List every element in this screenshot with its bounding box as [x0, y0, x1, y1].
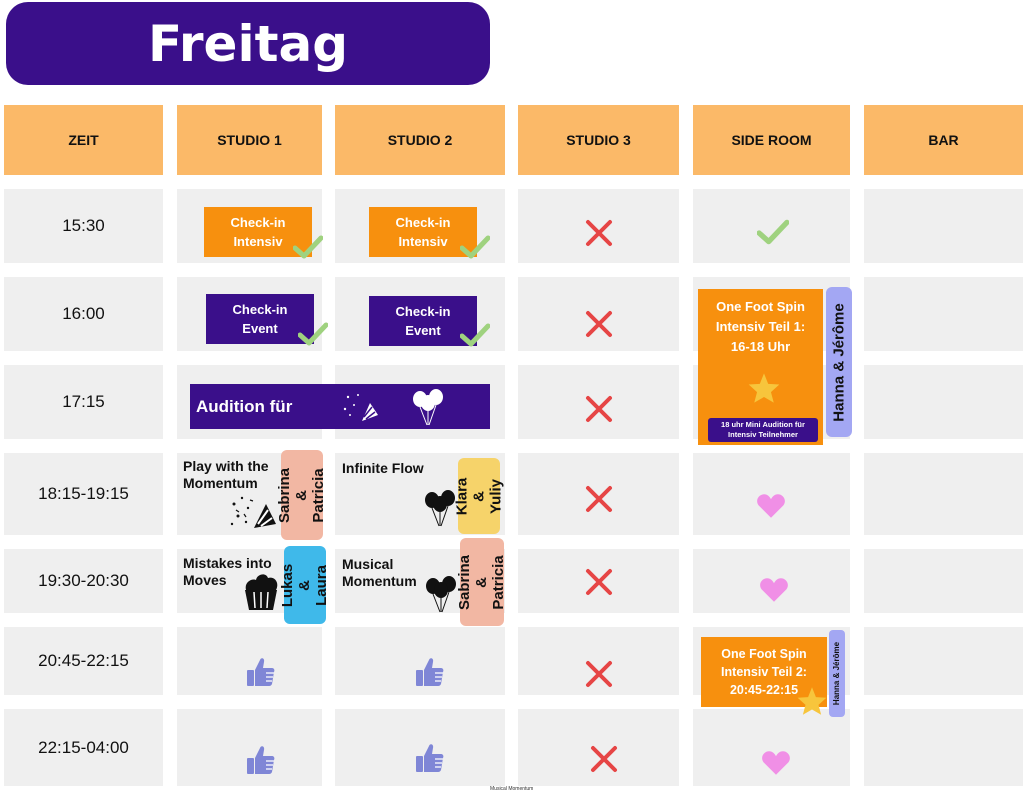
balloons-icon: [426, 576, 456, 613]
schedule-cell: [4, 627, 163, 695]
time-label: 22:15-04:00: [38, 737, 129, 757]
header-bar: BAR: [864, 105, 1023, 175]
check-icon: [460, 235, 490, 259]
infinite-flow[interactable]: Infinite Flow: [342, 460, 424, 476]
footer-text: Musical Momentum: [490, 786, 534, 792]
schedule-cell: [4, 277, 163, 351]
time-label: 17:15: [62, 392, 105, 411]
thumbs-up-icon: [247, 658, 275, 686]
musical-momentum[interactable]: Musical Momentum: [342, 556, 417, 589]
cross-icon: [586, 569, 612, 595]
schedule-cell: [518, 365, 679, 439]
schedule-cell: [4, 453, 163, 535]
schedule-cell: [518, 709, 679, 786]
instructor-tag-hanna-jerome: Hanna & Jérôme: [826, 287, 852, 437]
cross-icon: [586, 220, 612, 246]
schedule-cell: [864, 365, 1023, 439]
schedule-cell: [693, 453, 850, 535]
star-icon: [797, 687, 827, 715]
instructor-tag-text: Klara & Yuliy: [453, 477, 505, 515]
schedule-cell: [518, 453, 679, 535]
schedule-cell: [864, 549, 1023, 613]
heart-icon: [757, 494, 785, 518]
schedule-cell: [335, 709, 505, 786]
mini-audition-label: 18 uhr Mini Audition für Intensiv Teilne…: [708, 418, 818, 442]
time-label: 16:00: [62, 304, 105, 323]
instructor-tag-text: Hanna & Jérôme: [830, 302, 848, 422]
check-icon: [298, 322, 328, 346]
cross-icon: [586, 311, 612, 337]
heart-icon: [762, 751, 790, 775]
heart-icon: [760, 578, 788, 602]
schedule-cell: [864, 189, 1023, 263]
header-studio-1: STUDIO 1: [177, 105, 322, 175]
schedule-cell: [693, 709, 850, 786]
schedule-cell: [4, 365, 163, 439]
party-popper-icon: [343, 394, 378, 421]
thumbs-up-icon: [416, 744, 444, 772]
thumbs-up-icon: [247, 746, 275, 774]
balloons-icon: [413, 389, 443, 426]
instructor-tag-lukas-laura: Lukas & Laura: [280, 546, 331, 624]
schedule-cell: [4, 709, 163, 786]
schedule-cell: [864, 627, 1023, 695]
thumbs-up-icon: [416, 658, 444, 686]
instructor-tag-hanna-jerome: Hanna & Jérôme: [829, 630, 845, 717]
balloons-icon: [425, 490, 455, 527]
instructor-tag-text: Sabrina & Patricia: [276, 467, 328, 523]
audition-text: Audition für: [196, 397, 293, 416]
schedule-cell: [518, 277, 679, 351]
check-icon: [293, 235, 323, 259]
page-title: Freitag: [6, 2, 490, 85]
schedule-cell: [864, 709, 1023, 786]
time-label: 18:15-19:15: [38, 484, 129, 503]
time-label: 19:30-20:30: [38, 571, 129, 590]
check-icon: [757, 219, 789, 245]
time-label: 20:45-22:15: [38, 651, 129, 670]
instructor-tag-klara-yuliy: Klara & Yuliy: [454, 458, 505, 534]
schedule-cell: [693, 189, 850, 263]
instructor-tag-text: Lukas & Laura: [279, 563, 331, 607]
check-icon: [460, 323, 490, 347]
cross-icon: [586, 396, 612, 422]
header-studio-3: STUDIO 3: [518, 105, 679, 175]
instructor-tag-sabrina-patricia: Sabrina & Patricia: [277, 450, 328, 540]
checkin-intensiv-studio2[interactable]: Check-in Intensiv: [369, 207, 477, 257]
header-side-room: SIDE ROOM: [693, 105, 850, 175]
schedule-cell: [4, 189, 163, 263]
header-zeit: ZEIT: [4, 105, 163, 175]
instructor-tag-text: Hanna & Jérôme: [832, 641, 842, 706]
schedule-cell: [518, 189, 679, 263]
instructor-tag-text: Sabrina & Patricia: [456, 554, 508, 610]
one-foot-spin-teil-2[interactable]: One Foot Spin Intensiv Teil 2: 20:45-22:…: [701, 637, 827, 707]
time-label: 15:30: [62, 216, 105, 235]
one-foot-spin-teil-1-text: One Foot Spin Intensiv Teil 1: 16-18 Uhr: [715, 299, 806, 354]
schedule-cell: [864, 453, 1023, 535]
checkin-intensiv-studio1[interactable]: Check-in Intensiv: [204, 207, 312, 257]
cross-icon: [591, 746, 617, 772]
checkin-event-studio2[interactable]: Check-in Event: [369, 296, 477, 346]
schedule-cell: [864, 277, 1023, 351]
header-studio-2: STUDIO 2: [335, 105, 505, 175]
cupcake-icon: [245, 574, 278, 610]
cross-icon: [586, 486, 612, 512]
star-icon: [748, 373, 780, 403]
checkin-event-studio1[interactable]: Check-in Event: [206, 294, 314, 344]
mistakes-into-moves[interactable]: Mistakes into Moves: [183, 555, 272, 588]
schedule-cell: [518, 627, 679, 695]
schedule-cell: [4, 549, 163, 613]
play-with-the-momentum[interactable]: Play with the Momentum: [183, 458, 269, 491]
confetti-icon: [230, 496, 276, 528]
cross-icon: [586, 661, 612, 687]
instructor-tag-sabrina-patricia: Sabrina & Patricia: [457, 538, 508, 626]
